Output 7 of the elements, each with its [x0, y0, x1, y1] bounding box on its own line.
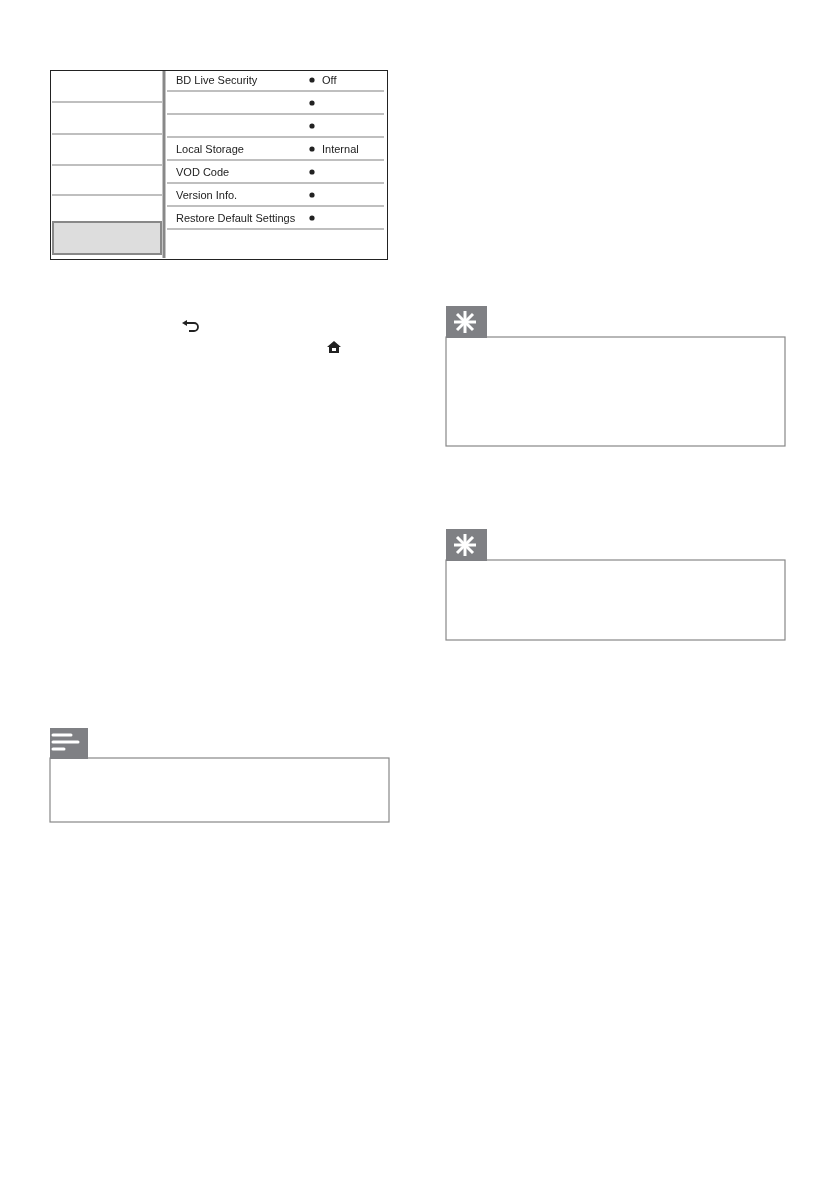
setting-name: Local Storage: [176, 142, 244, 156]
setting-name: VOD Code: [176, 165, 230, 179]
setting-value: Off: [322, 73, 337, 87]
setting-name: Version Info.: [176, 188, 238, 202]
setting-value: Internal: [322, 142, 359, 156]
setting-name: Restore Default Settings: [176, 211, 296, 225]
setting-name: BD Live Security: [176, 73, 258, 87]
